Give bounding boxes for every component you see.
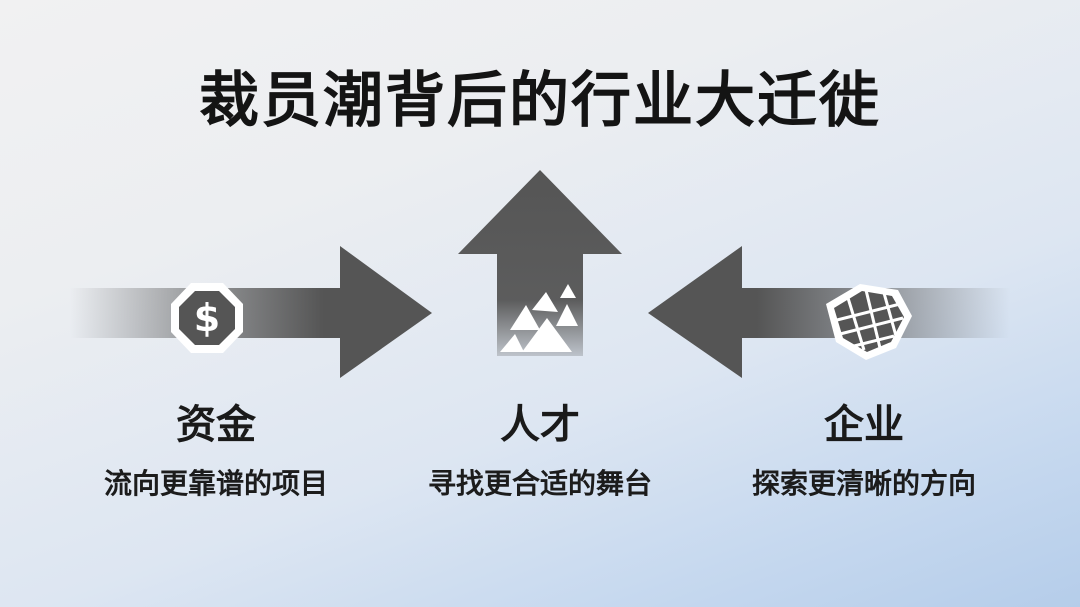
up-arrow [458,170,622,356]
label-enterprise: 企业 [824,402,904,448]
desc-capital: 流向更靠谱的项目 [103,467,328,500]
left-arrow [70,246,432,378]
label-capital: 资金 [176,402,256,448]
desc-talent: 寻找更合适的舞台 [427,467,652,500]
page-title: 裁员潮背后的行业大迁徙 [199,66,881,136]
svg-text:$: $ [194,296,220,340]
label-talent: 人才 [500,402,580,448]
dollar-octagon-icon: $ [171,283,243,353]
triangles-icon [500,284,578,352]
globe-grid-icon [826,284,912,360]
desc-enterprise: 探索更清晰的方向 [751,467,976,500]
